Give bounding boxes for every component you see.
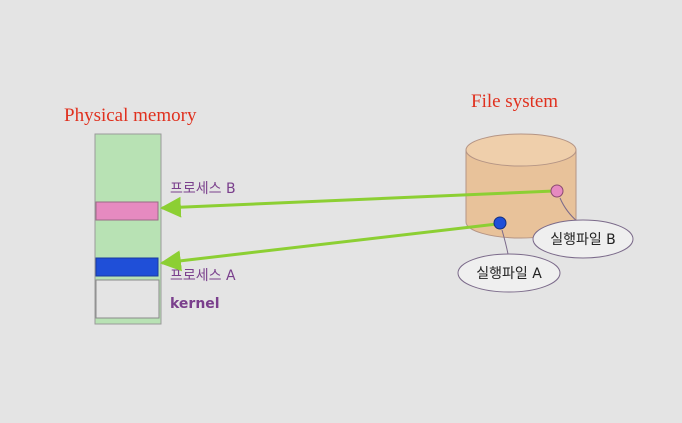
arrow-file-a-to-process-a xyxy=(159,222,498,272)
executable-a-dot xyxy=(493,216,507,230)
process-b-region xyxy=(95,201,159,221)
executable-a-callout: 실행파일 A xyxy=(457,229,561,293)
kernel-label: kernel xyxy=(170,296,220,312)
executable-a-label: 실행파일 A xyxy=(476,266,542,282)
file-system-title: File system xyxy=(471,91,558,112)
process-a-region xyxy=(95,257,159,277)
executable-b-callout: 실행파일 B xyxy=(532,197,634,259)
kernel-region xyxy=(95,279,160,319)
physical-memory-title: Physical memory xyxy=(64,105,197,126)
file-system-cylinder xyxy=(465,133,577,239)
process-b-label: 프로세스 B xyxy=(170,181,236,197)
executable-b-label: 실행파일 B xyxy=(550,232,616,248)
executable-b-dot xyxy=(550,184,564,198)
arrow-file-b-to-process-b xyxy=(159,189,555,218)
process-a-label: 프로세스 A xyxy=(170,268,236,284)
